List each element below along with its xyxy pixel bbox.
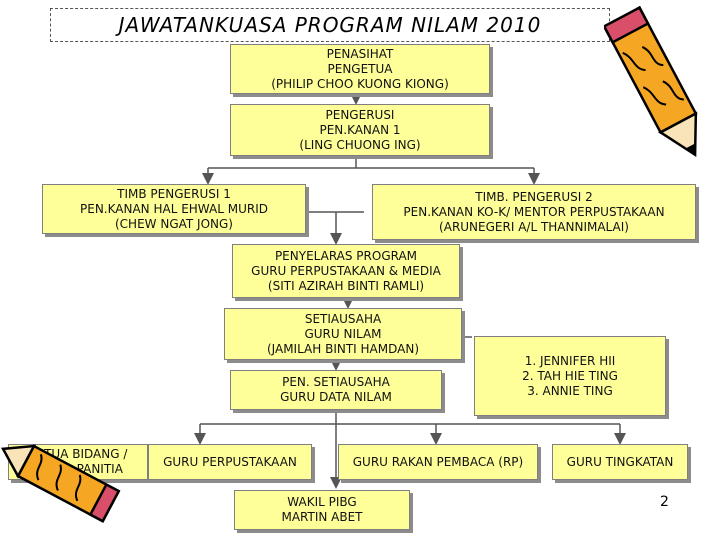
guru-list-item: 2. TAH HIE TING bbox=[522, 368, 618, 383]
guru-rakan-pembaca-label: GURU RAKAN PEMBACA (RP) bbox=[352, 454, 524, 469]
guru-perpustakaan-box: GURU PERPUSTAKAAN bbox=[148, 444, 312, 480]
setiausaha-name: (JAMILAH BINTI HAMDAN) bbox=[266, 341, 420, 356]
guru-list-item: 3. ANNIE TING bbox=[527, 383, 613, 398]
timb1-title: PEN.KANAN HAL EHWAL MURID bbox=[80, 201, 268, 216]
timb2-title: PEN.KANAN KO-K/ MENTOR PERPUSTAKAAN bbox=[403, 204, 665, 219]
guru-list-box: 1. JENNIFER HII 2. TAH HIE TING 3. ANNIE… bbox=[474, 336, 666, 416]
guru-tingkatan-box: GURU TINGKATAN bbox=[552, 444, 688, 480]
penyelaras-box: PENYELARAS PROGRAM GURU PERPUSTAKAAN & M… bbox=[232, 244, 460, 298]
pen-setiausaha-box: PEN. SETIAUSAHA GURU DATA NILAM bbox=[230, 370, 442, 410]
penyelaras-role: PENYELARAS PROGRAM bbox=[274, 248, 418, 263]
pengerusi-name: (LING CHUONG ING) bbox=[299, 137, 421, 152]
wakil-pibg-box: WAKIL PIBG MARTIN ABET bbox=[234, 490, 410, 530]
penasihat-role: PENASIHAT bbox=[326, 46, 394, 61]
timb1-role: TIMB PENGERUSI 1 bbox=[117, 186, 231, 201]
timb-pengerusi-1-box: TIMB PENGERUSI 1 PEN.KANAN HAL EHWAL MUR… bbox=[42, 184, 306, 234]
guru-list-item: 1. JENNIFER HII bbox=[524, 353, 616, 368]
setiausaha-role: SETIAUSAHA bbox=[304, 311, 382, 326]
chart-title-text: JAWATANKUASA PROGRAM NILAM 2010 bbox=[118, 13, 542, 37]
penyelaras-title: GURU PERPUSTAKAAN & MEDIA bbox=[251, 263, 441, 278]
timb-pengerusi-2-box: TIMB. PENGERUSI 2 PEN.KANAN KO-K/ MENTOR… bbox=[372, 184, 696, 240]
setiausaha-title: GURU NILAM bbox=[304, 326, 382, 341]
pen-setiausaha-title: GURU DATA NILAM bbox=[280, 390, 392, 404]
penyelaras-name: (SITI AZIRAH BINTI RAMLI) bbox=[267, 278, 425, 293]
penasihat-name: (PHILIP CHOO KUONG KIONG) bbox=[271, 76, 449, 91]
penasihat-title: PENGETUA bbox=[327, 61, 393, 76]
pengerusi-box: PENGERUSI PEN.KANAN 1 (LING CHUONG ING) bbox=[230, 104, 490, 156]
penasihat-box: PENASIHAT PENGETUA (PHILIP CHOO KUONG KI… bbox=[230, 44, 490, 94]
pen-setiausaha-role: PEN. SETIAUSAHA bbox=[282, 375, 390, 389]
wakil-pibg-name: MARTIN ABET bbox=[281, 510, 363, 524]
page-number: 2 bbox=[660, 494, 669, 510]
pengerusi-role: PENGERUSI bbox=[325, 107, 395, 122]
timb2-role: TIMB. PENGERUSI 2 bbox=[475, 189, 593, 204]
pencil-icon bbox=[0, 444, 121, 523]
guru-rakan-pembaca-box: GURU RAKAN PEMBACA (RP) bbox=[338, 444, 538, 480]
pencil-icon bbox=[604, 5, 698, 158]
guru-perpustakaan-label: GURU PERPUSTAKAAN bbox=[163, 454, 297, 469]
setiausaha-box: SETIAUSAHA GURU NILAM (JAMILAH BINTI HAM… bbox=[224, 308, 462, 360]
timb2-name: (ARUNEGERI A/L THANNIMALAI) bbox=[439, 219, 629, 234]
pengerusi-title: PEN.KANAN 1 bbox=[319, 122, 401, 137]
wakil-pibg-role: WAKIL PIBG bbox=[287, 495, 357, 509]
chart-title: JAWATANKUASA PROGRAM NILAM 2010 bbox=[50, 8, 610, 42]
guru-tingkatan-label: GURU TINGKATAN bbox=[566, 454, 674, 469]
timb1-name: (CHEW NGAT JONG) bbox=[115, 216, 233, 231]
